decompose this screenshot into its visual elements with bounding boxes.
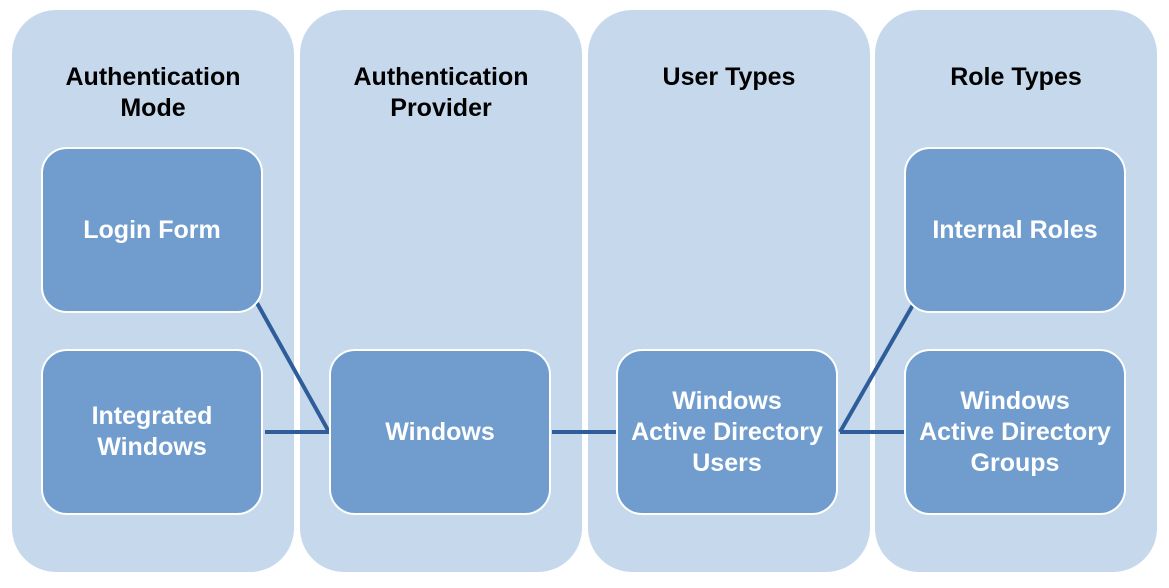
node-label: Login Form xyxy=(83,215,221,244)
node-ad-users: Windows Active Directory Users xyxy=(616,349,838,515)
node-ad-groups: Windows Active Directory Groups xyxy=(904,349,1126,515)
node-integrated-windows: Integrated Windows xyxy=(41,349,263,515)
node-label: Windows Active Directory Users xyxy=(631,386,823,477)
lane-title: Authentication Mode xyxy=(65,63,241,122)
node-label: Integrated Windows xyxy=(91,402,213,461)
node-label: Windows Active Directory Groups xyxy=(919,386,1111,477)
node-label: Windows xyxy=(385,417,495,446)
lane-title: Role Types xyxy=(950,63,1082,91)
lane-title: Authentication Provider xyxy=(353,63,529,122)
node-internal-roles: Internal Roles xyxy=(904,147,1126,313)
node-windows-provider: Windows xyxy=(329,349,551,515)
node-login-form: Login Form xyxy=(41,147,263,313)
lane-title: User Types xyxy=(662,63,796,91)
node-label: Internal Roles xyxy=(932,215,1098,244)
